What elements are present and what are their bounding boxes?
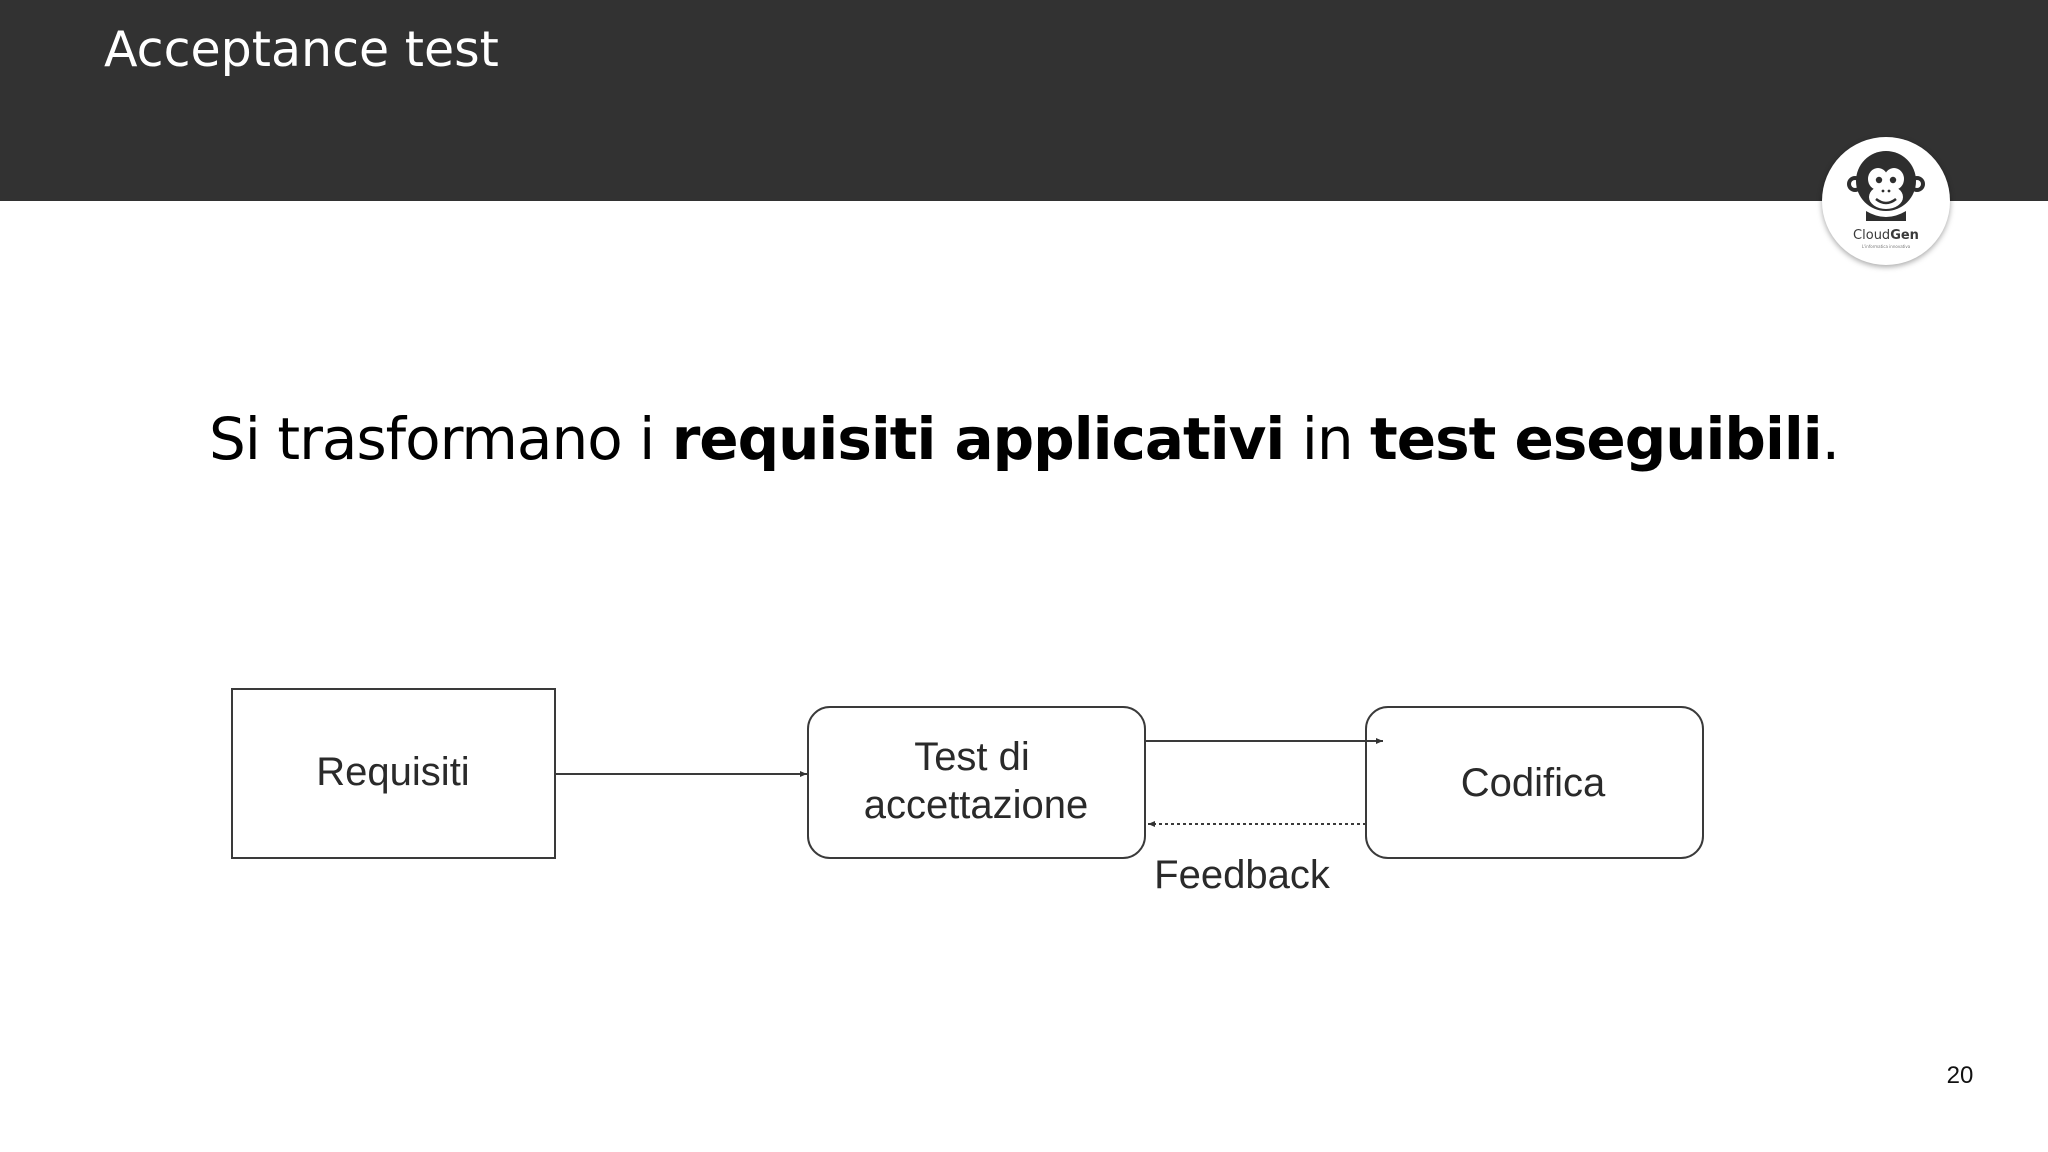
statement-bold-test: test eseguibili xyxy=(1370,405,1823,473)
logo-tagline: L'informatica innovativa xyxy=(1861,244,1911,249)
cloudgen-logo: CloudGen L'informatica innovativa xyxy=(1822,137,1950,265)
monkey-face-icon xyxy=(1847,151,1925,221)
statement-part3: . xyxy=(1821,405,1840,473)
statement-part2: in xyxy=(1284,405,1371,473)
node-test-accettazione xyxy=(807,706,1146,859)
node-test-label-line2: accettazione xyxy=(864,783,1089,827)
slide-title: Acceptance test xyxy=(104,21,499,78)
main-statement: Si trasformano i requisiti applicativi i… xyxy=(0,398,2048,480)
page-number: 20 xyxy=(1946,1062,1974,1089)
node-codifica xyxy=(1365,706,1704,859)
node-codifica-label: Codifica xyxy=(1461,761,1606,805)
header-bar xyxy=(0,0,2048,201)
node-test-label-line1: Test di xyxy=(914,735,1030,779)
node-requisiti-label: Requisiti xyxy=(316,750,469,794)
logo-wordmark: CloudGen xyxy=(1822,228,1950,244)
logo-name-bold: Gen xyxy=(1890,228,1919,243)
logo-name-light: Cloud xyxy=(1853,228,1891,243)
statement-bold-requisiti: requisiti applicativi xyxy=(671,405,1286,473)
statement-part1: Si trasformano i xyxy=(208,405,672,473)
node-requisiti xyxy=(231,688,556,859)
edge-feedback-label: Feedback xyxy=(1154,853,1331,897)
